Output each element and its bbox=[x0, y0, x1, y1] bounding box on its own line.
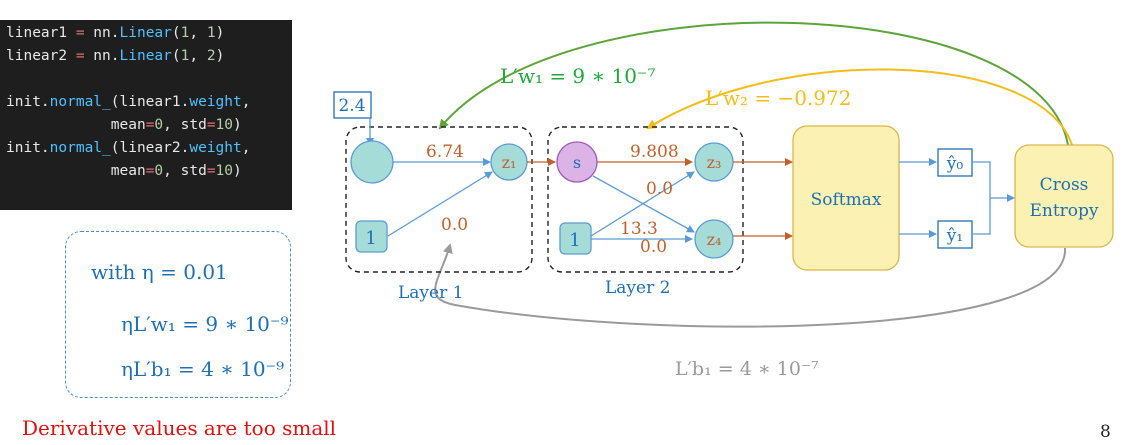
weight-6-74: 6.74 bbox=[426, 142, 464, 162]
layer1-box bbox=[345, 126, 533, 273]
bias2-label: 1 bbox=[569, 230, 580, 251]
z3-label: z₃ bbox=[707, 153, 722, 172]
weight-9-808: 9.808 bbox=[630, 142, 679, 162]
grad-w1-label: L′w₁ = 9 ∗ 10⁻⁷ bbox=[500, 64, 656, 88]
code-line: mean=0, std=10) bbox=[6, 117, 242, 133]
output-y1-box bbox=[937, 220, 973, 249]
grad-w1-arrow bbox=[438, 21, 1069, 146]
code-line: mean=0, std=10) bbox=[6, 163, 242, 179]
bias1-node bbox=[355, 220, 388, 253]
grad-b1-label: L′b₁ = 4 ∗ 10⁻⁷ bbox=[675, 358, 819, 380]
scaled-bias-gradient: ηL′b₁ = 4 ∗ 10⁻⁹ bbox=[121, 357, 285, 381]
y1-label: ŷ₁ bbox=[946, 226, 963, 246]
layer2-box bbox=[547, 126, 744, 273]
code-line: init.normal_(linear2.weight, bbox=[6, 140, 251, 156]
learning-rate-box: with η = 0.01 ηL′w₁ = 9 ∗ 10⁻⁹ ηL′b₁ = 4… bbox=[65, 231, 291, 398]
bias-z1-value: 0.0 bbox=[441, 215, 468, 235]
z4-label: z₄ bbox=[707, 230, 722, 249]
bias2-node bbox=[559, 222, 592, 255]
input-box bbox=[333, 91, 372, 119]
grad-w2-arrow bbox=[646, 68, 1073, 146]
weight-13-3: 13.3 bbox=[620, 219, 658, 239]
layer2-label: Layer 2 bbox=[605, 278, 670, 298]
page-number: 8 bbox=[1100, 422, 1111, 442]
y0-label: ŷ₀ bbox=[946, 154, 964, 174]
softmax-label: Softmax bbox=[811, 190, 882, 210]
input-neuron bbox=[350, 140, 394, 184]
cross-entropy-line1: Cross bbox=[1040, 175, 1089, 195]
code-line: linear2 = nn.Linear(1, 2) bbox=[6, 48, 225, 64]
code-snippet: linear1 = nn.Linear(1, 1) linear2 = nn.Li… bbox=[0, 20, 292, 210]
neuron-z4 bbox=[694, 219, 734, 259]
s-label: s bbox=[573, 153, 581, 172]
scaled-weight-gradient: ηL′w₁ = 9 ∗ 10⁻⁹ bbox=[121, 312, 289, 336]
learning-rate-text: with η = 0.01 bbox=[91, 260, 228, 284]
output-y0-box bbox=[937, 148, 973, 177]
code-line: init.normal_(linear1.weight, bbox=[6, 94, 251, 110]
grad-b1-arrow bbox=[434, 243, 1067, 328]
input-value: 2.4 bbox=[338, 96, 365, 116]
bias-z3-value: 0.0 bbox=[646, 179, 673, 199]
bias1-label: 1 bbox=[365, 228, 376, 249]
cross-entropy-box bbox=[1014, 144, 1114, 248]
grad-w2-label: L′w₂ = −0.972 bbox=[705, 86, 851, 110]
bias-z4-value: 0.0 bbox=[640, 237, 667, 257]
z1-label: z₁ bbox=[502, 153, 517, 172]
code-line: linear1 = nn.Linear(1, 1) bbox=[6, 25, 225, 41]
layer1-label: Layer 1 bbox=[398, 283, 463, 303]
softmax-box bbox=[792, 125, 900, 271]
cross-entropy-line2: Entropy bbox=[1029, 201, 1098, 221]
warning-text: Derivative values are too small bbox=[22, 416, 337, 440]
sigmoid-neuron-s bbox=[556, 141, 598, 183]
